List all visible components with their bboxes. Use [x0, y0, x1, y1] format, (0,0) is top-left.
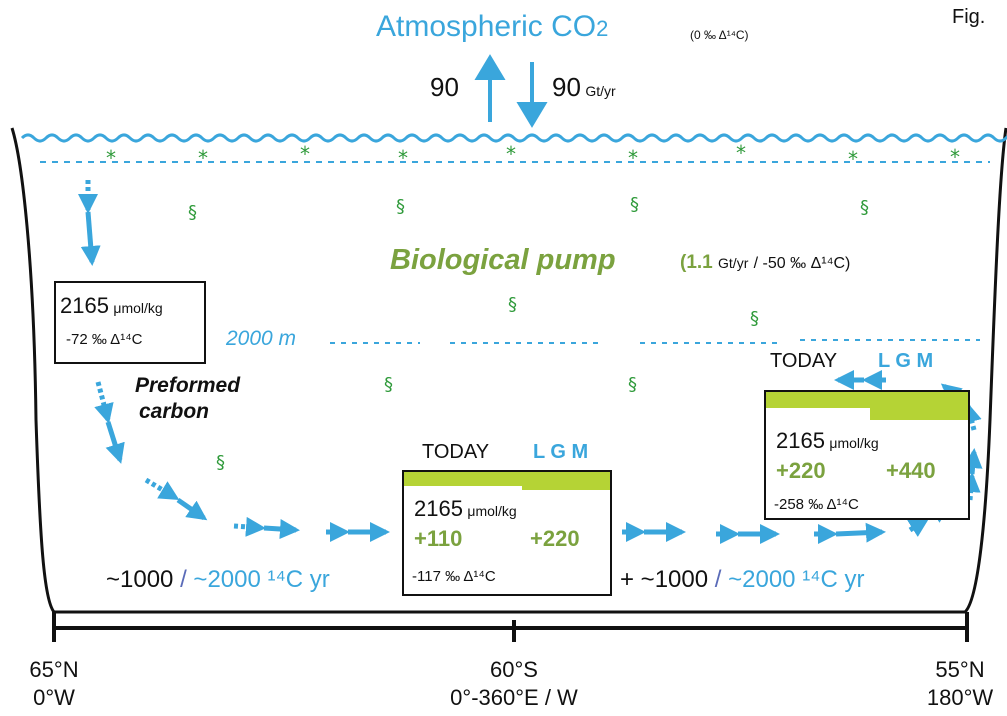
svg-text:*: * [950, 145, 960, 169]
pacific-box: 2165 μmol/kg +220 +440 -258 ‰ Δ¹⁴C [764, 390, 970, 520]
north-delta: -72 ‰ Δ¹⁴C [66, 331, 143, 348]
atmo-delta-note: (0 ‰ Δ¹⁴C) [690, 28, 749, 42]
svg-text:*: * [736, 141, 746, 165]
age-left-today: ~1000 [106, 566, 174, 593]
north-conc-unit: μmol/kg [113, 300, 163, 316]
axis-mid-lat: 60°S [490, 657, 538, 682]
depth-2000m-dashes [330, 339, 980, 344]
figure-label: Fig. [952, 6, 986, 28]
south-fill-lgm [522, 472, 610, 490]
air-sea-flux-arrows [474, 54, 548, 128]
age-right: + ~1000 / ~2000 ¹⁴C yr [620, 566, 864, 594]
svg-text:§: § [384, 374, 393, 395]
pacific-fill-lgm [870, 392, 968, 420]
pacific-today-add: +220 [776, 458, 826, 483]
svg-text:*: * [848, 147, 858, 171]
north-conc: 2165 μmol/kg [60, 293, 163, 319]
flux-down-number: 90 [552, 72, 581, 102]
svg-text:§: § [750, 308, 759, 329]
axis-right-lat: 55°N [935, 657, 985, 682]
svg-text:§: § [628, 374, 637, 395]
pacific-today-label: TODAY [770, 350, 838, 372]
bio-pump-value: (1.1 [680, 252, 713, 273]
north-atlantic-box: 2165 μmol/kg -72 ‰ Δ¹⁴C [54, 281, 206, 364]
svg-text:*: * [506, 142, 516, 166]
pacific-conc: 2165 μmol/kg [776, 428, 879, 454]
svg-text:§: § [860, 197, 869, 218]
age-left: ~1000 / ~2000 ¹⁴C yr [106, 566, 330, 594]
age-left-sep: / [180, 566, 187, 593]
phytoplankton-stars: * * * * * * * * * [106, 141, 960, 171]
longitude-axis [52, 612, 969, 642]
svg-text:§: § [508, 294, 517, 315]
svg-text:*: * [106, 146, 116, 170]
bio-pump-delta: / -50 ‰ Δ¹⁴C) [753, 255, 851, 272]
north-conc-value: 2165 [60, 293, 109, 318]
svg-text:*: * [398, 146, 408, 170]
age-right-unit: ¹⁴C yr [802, 566, 865, 593]
flux-down-value: 90 Gt/yr [552, 72, 616, 103]
bio-pump-title: Biological pump [390, 244, 616, 276]
pacific-conc-value: 2165 [776, 428, 825, 453]
age-left-lgm: ~2000 [193, 566, 261, 593]
pacific-lgm-label: L G M [878, 350, 934, 372]
south-lgm-label: L G M [533, 441, 589, 463]
southern-ocean-box: 2165 μmol/kg +110 +220 -117 ‰ Δ¹⁴C [402, 470, 612, 596]
bio-pump-unit: Gt/yr [718, 255, 749, 271]
south-today-label: TODAY [422, 441, 490, 463]
svg-text:*: * [628, 146, 638, 170]
axis-left-lon: 0°W [33, 685, 75, 710]
svg-text:*: * [198, 146, 208, 170]
pacific-lgm-add: +440 [886, 458, 936, 483]
flux-up-value: 90 [430, 72, 459, 102]
south-conc: 2165 μmol/kg [414, 496, 517, 522]
axis-mid-lon: 0°-360°E / W [450, 685, 578, 710]
atmo-title-sub: 2 [596, 16, 609, 41]
svg-text:§: § [188, 202, 197, 223]
depth-label-2000m: 2000 m [226, 327, 297, 350]
age-right-sep: / [714, 566, 722, 593]
surface-waves [20, 133, 1007, 143]
south-conc-value: 2165 [414, 496, 463, 521]
atmo-title-text: Atmospheric CO [376, 10, 597, 43]
preformed-carbon-label: Preformed carbon [135, 373, 240, 425]
axis-left-label: 65°N 0°W [14, 656, 94, 712]
pacific-conc-unit: μmol/kg [829, 435, 879, 451]
atmospheric-co2-title: Atmospheric CO2 [376, 10, 608, 44]
svg-text:§: § [396, 196, 405, 217]
age-right-lgm: ~2000 [728, 566, 796, 593]
axis-mid-label: 60°S 0°-360°E / W [404, 656, 624, 712]
preformed-line-1: Preformed [135, 374, 241, 397]
pacific-delta: -258 ‰ Δ¹⁴C [774, 496, 859, 513]
sinking-particles: § § § § § § § § § [188, 194, 869, 473]
age-right-plus: + ~1000 [620, 566, 709, 593]
biological-pump-label: Biological pump [390, 244, 616, 277]
svg-text:*: * [300, 142, 310, 166]
south-delta: -117 ‰ Δ¹⁴C [412, 568, 496, 585]
svg-text:§: § [216, 452, 225, 473]
axis-left-lat: 65°N [29, 657, 79, 682]
svg-text:§: § [630, 194, 639, 215]
age-left-unit: ¹⁴C yr [267, 566, 330, 593]
preformed-line-2: carbon [139, 400, 210, 423]
axis-right-label: 55°N 180°W [916, 656, 1004, 712]
south-conc-unit: μmol/kg [467, 503, 517, 519]
flux-unit: Gt/yr [585, 83, 616, 99]
south-lgm-add: +220 [530, 526, 580, 551]
south-today-add: +110 [414, 526, 463, 551]
axis-right-lon: 180°W [926, 685, 994, 710]
biological-pump-rate: (1.1 Gt/yr / -50 ‰ Δ¹⁴C) [680, 252, 850, 274]
